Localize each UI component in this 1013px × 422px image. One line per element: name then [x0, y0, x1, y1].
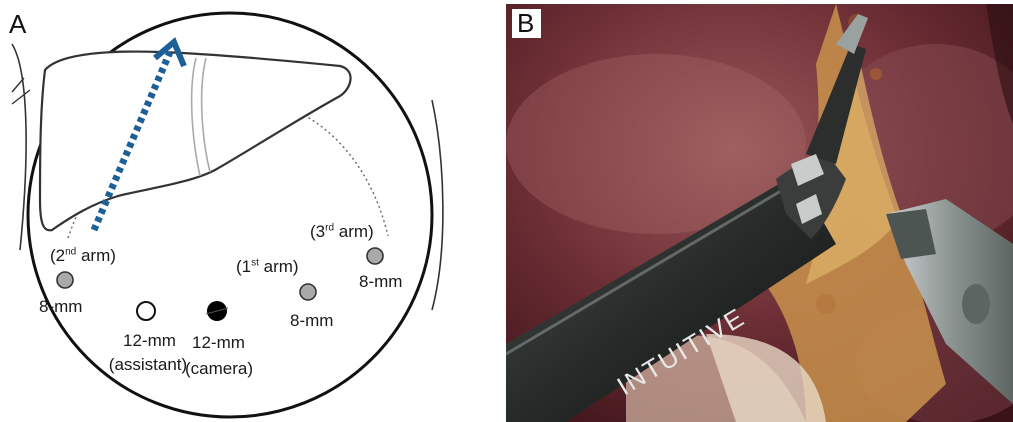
right-flank-contour: [432, 100, 443, 310]
third-arm-label: (3rd arm): [310, 223, 374, 240]
left-rib-lines: [12, 78, 30, 104]
first-arm-size: 8-mm: [290, 312, 333, 329]
port-assistant: [137, 302, 155, 320]
port-placement-diagram: A (2nd arm) 8-mm 12-mm (assistant) 12-mm…: [0, 0, 500, 422]
left-flank-contour: [12, 44, 26, 250]
second-arm-label: (2nd arm): [50, 247, 116, 264]
surgical-photo-image: INTUITIVE: [506, 4, 1013, 422]
port-second-arm: [57, 272, 73, 288]
camera-role: (camera): [182, 360, 256, 377]
first-arm-label: (1st arm): [236, 258, 299, 275]
camera-size: 12-mm: [192, 334, 242, 351]
port-first-arm: [300, 284, 316, 300]
third-arm-size: 8-mm: [359, 273, 402, 290]
second-arm-size: 8-mm: [39, 298, 82, 315]
port-third-arm: [367, 248, 383, 264]
panel-letter-b: B: [512, 9, 541, 38]
panel-letter-a: A: [9, 11, 26, 37]
surgical-photo: INTUITIVE B: [506, 4, 1013, 422]
liver-outline: [40, 52, 351, 231]
assistant-size: 12-mm: [123, 332, 173, 349]
